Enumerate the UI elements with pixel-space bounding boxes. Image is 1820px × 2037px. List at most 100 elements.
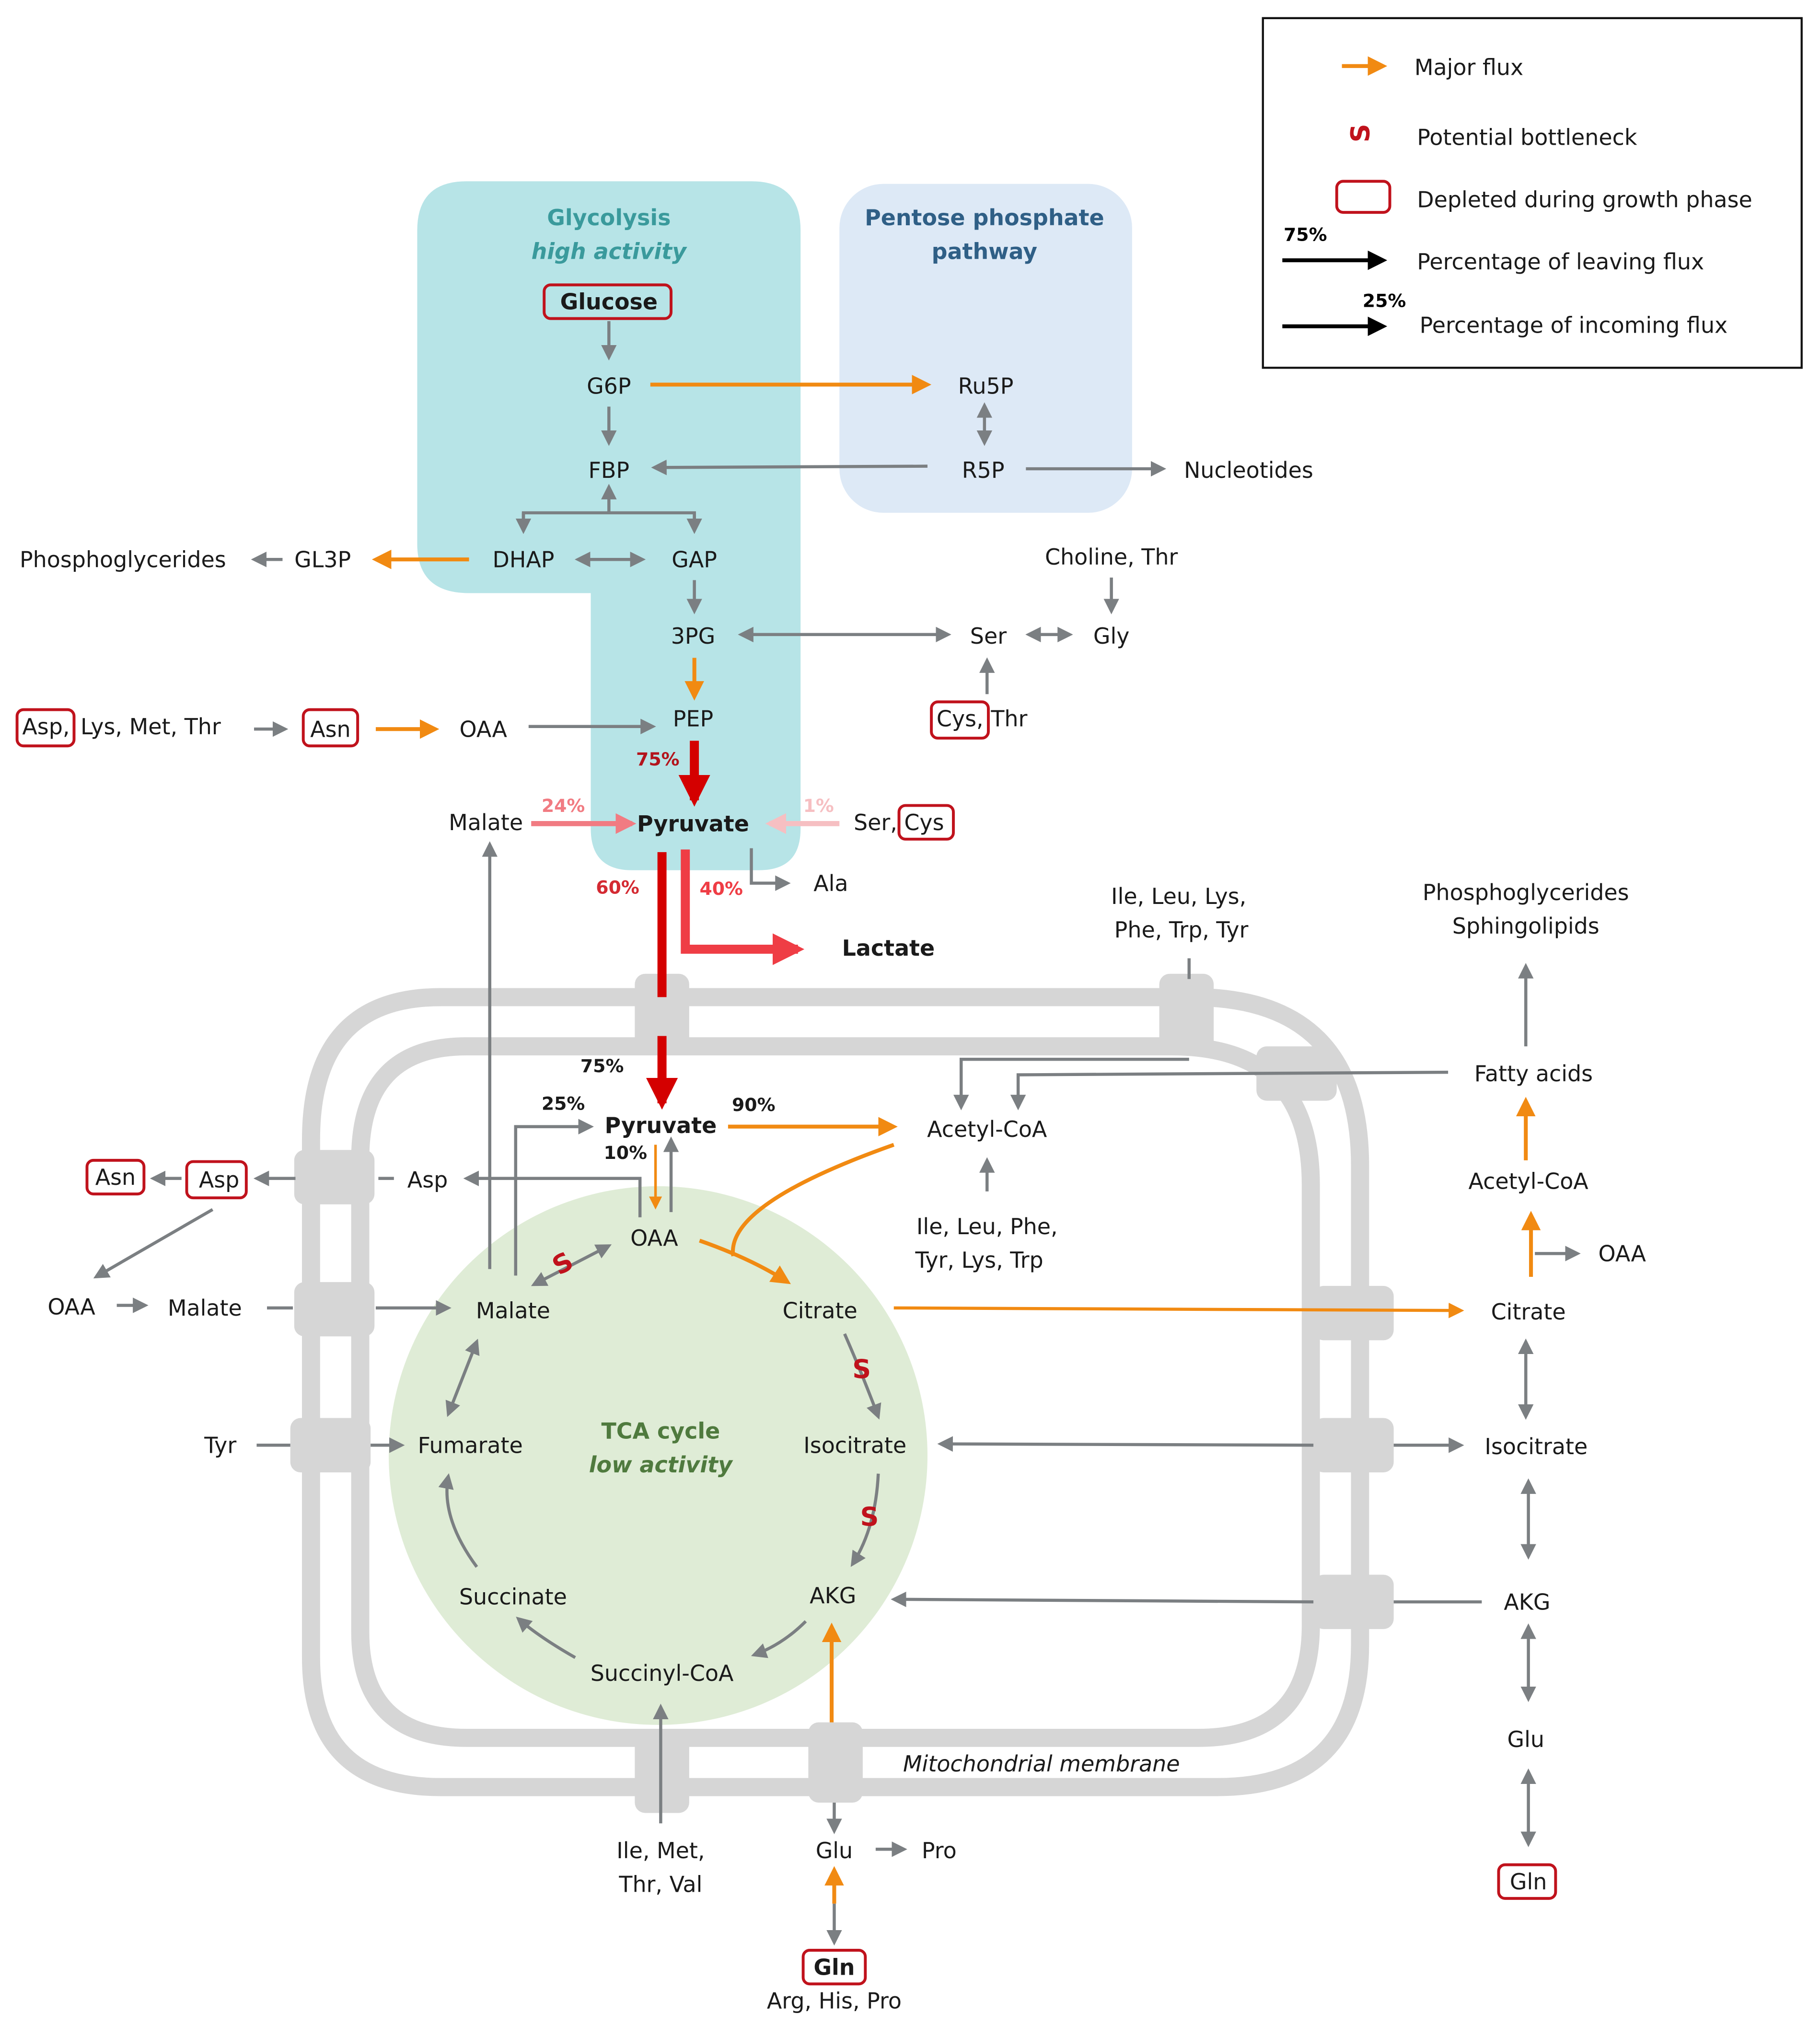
mitochondrial-metabolites: Pyruvate Acetyl-CoA Ile, Leu, Phe, Tyr, …	[407, 1112, 1058, 1686]
legend-label: Potential bottleneck	[1417, 125, 1637, 150]
metabolite-3pg: 3PG	[671, 623, 716, 649]
metabolite-ser: Ser	[970, 623, 1007, 649]
metabolite-ser-2: Ser,	[854, 810, 897, 835]
bottleneck-icon-citrate-isocitrate: S	[852, 1354, 871, 1384]
metabolite-ru5p: Ru5P	[958, 373, 1014, 399]
transporter-citrate	[1313, 1285, 1394, 1341]
metabolite-pro: Pro	[922, 1838, 957, 1863]
transporter-aa-top	[1159, 973, 1214, 1054]
pct-pyruvate-to-acetyl-coa: 90%	[732, 1094, 776, 1115]
legend-box	[1262, 17, 1803, 369]
depleted-box-cys-thr	[930, 700, 990, 740]
metabolite-glu-bottom: Glu	[816, 1838, 853, 1863]
metabolite-phosphoglycerides: Phosphoglycerides	[20, 546, 226, 572]
legend-pct: 25%	[1363, 290, 1406, 311]
depleted-box-glucose	[543, 283, 672, 320]
legend-item-bottleneck: S Potential bottleneck	[1345, 124, 1637, 150]
transporter-tyr	[290, 1418, 371, 1472]
metabolite-choline-thr: Choline, Thr	[1045, 544, 1178, 570]
metabolite-aa-top-1: Ile, Leu, Lys,	[1111, 883, 1246, 909]
depleted-box-asn	[301, 708, 359, 748]
metabolite-lactate: Lactate	[842, 935, 935, 961]
depleted-boxes	[15, 283, 1557, 1986]
transporter-glu	[808, 1722, 863, 1803]
metabolite-glucose: Glucose	[560, 289, 658, 315]
metabolite-malate-cytosol: Malate	[449, 810, 523, 835]
metabolite-bottom-aa-1: Ile, Met,	[616, 1838, 705, 1863]
metabolite-pyruvate-mito: Pyruvate	[604, 1112, 717, 1138]
percentage-arrows	[531, 741, 840, 1110]
legend-label: Percentage of incoming flux	[1420, 312, 1728, 338]
metabolite-dhap: DHAP	[492, 546, 554, 572]
pct-malate-to-mito-pyruvate: 25%	[542, 1093, 585, 1114]
legend-label: Percentage of leaving flux	[1417, 249, 1704, 275]
pyruvate-to-lactate-arrow	[681, 849, 805, 965]
metabolite-malate-left: Malate	[168, 1295, 242, 1321]
metabolite-gl3p: GL3P	[294, 546, 351, 572]
metabolite-asp-mito: Asp	[407, 1167, 448, 1193]
metabolite-asp-source: Asp,	[22, 714, 70, 740]
metabolite-succinate: Succinate	[459, 1584, 567, 1610]
glycolysis-region	[417, 181, 801, 870]
depleted-box-left-asn	[85, 1158, 146, 1196]
glycolysis-title: Glycolysis	[547, 205, 671, 231]
metabolite-isocitrate-cytosol: Isocitrate	[1484, 1434, 1588, 1459]
pct-pyruvate-to-mito: 60%	[596, 877, 639, 898]
metabolite-oaa-left: OAA	[47, 1294, 95, 1319]
transporter-pyruvate	[635, 973, 689, 1054]
metabolite-arg-his-pro: Arg, His, Pro	[767, 1988, 902, 2014]
legend-item-leaving-flux: 75% Percentage of leaving flux	[1282, 224, 1704, 275]
metabolite-oaa-right: OAA	[1599, 1241, 1646, 1267]
metabolite-oaa-cytosol: OAA	[460, 716, 508, 742]
legend-label: Depleted during growth phase	[1417, 186, 1752, 212]
metabolite-glu-right: Glu	[1507, 1726, 1544, 1752]
depleted-box-gln-bottom	[801, 1949, 867, 1986]
pct-pep-to-pyruvate: 75%	[636, 749, 680, 770]
metabolite-isocitrate-mito: Isocitrate	[803, 1432, 906, 1458]
metabolite-citrate-mito: Citrate	[783, 1297, 858, 1323]
metabolite-oaa-mito: OAA	[630, 1225, 678, 1251]
membrane-label: Mitochondrial membrane	[903, 1751, 1180, 1777]
major-flux-arrows	[371, 375, 1541, 1904]
metabolite-succinyl-coa: Succinyl-CoA	[591, 1660, 734, 1686]
pct-pyruvate-to-lactate: 40%	[699, 878, 743, 899]
metabolite-pep: PEP	[673, 706, 713, 732]
metabolite-malate-mito: Malate	[476, 1297, 550, 1323]
metabolite-acetyl-coa-cytosol: Acetyl-CoA	[1469, 1168, 1589, 1194]
transporter-isocitrate	[1313, 1418, 1394, 1472]
glycolysis-subtitle: high activity	[532, 238, 688, 264]
metabolite-pyruvate-cytosol: Pyruvate	[637, 811, 749, 837]
metabolite-fumarate: Fumarate	[418, 1432, 523, 1458]
legend-item-major-flux: Major flux	[1342, 55, 1523, 81]
metabolite-cys-2: Cys	[904, 810, 944, 835]
gray-arrows	[93, 321, 1581, 1946]
metabolite-asp-left: Asp	[199, 1167, 240, 1193]
pct-ser-cys-to-pyruvate: 1%	[803, 795, 834, 816]
depleted-box-gln-right	[1497, 1863, 1557, 1900]
metabolite-bottom-aa-2: Thr, Val	[618, 1871, 702, 1897]
legend-item-depleted: Depleted during growth phase	[1335, 180, 1752, 214]
metabolite-gap: GAP	[672, 546, 717, 572]
pct-malate-to-pyruvate: 24%	[542, 795, 585, 816]
transporter-malate	[294, 1282, 375, 1337]
metabolite-ala: Ala	[813, 870, 848, 896]
metabolite-fatty-acids: Fatty acids	[1474, 1061, 1593, 1087]
legend-item-incoming-flux: 25% Percentage of incoming flux	[1282, 290, 1727, 338]
bottleneck-icon-isocitrate-akg: S	[860, 1502, 879, 1532]
tca-subtitle: low activity	[589, 1452, 733, 1478]
metabolite-citrate-cytosol: Citrate	[1491, 1299, 1566, 1325]
ppp-title-line2: pathway	[932, 238, 1038, 264]
metabolite-cys: Cys,	[937, 706, 984, 732]
metabolite-gln-right: Gln	[1510, 1869, 1547, 1895]
ppp-region	[839, 184, 1132, 513]
metabolite-acetyl-coa-mito: Acetyl-CoA	[927, 1116, 1047, 1142]
bottleneck-icon: S	[1345, 124, 1375, 142]
ppp-title: Pentose phosphate	[865, 205, 1104, 231]
red-box-icon	[1335, 180, 1391, 214]
depleted-box-left-asp	[185, 1160, 248, 1200]
metabolite-lipids-2: Sphingolipids	[1452, 913, 1600, 939]
percentage-labels: 75% 24% 1% 60% 40% 75% 25% 90% 10%	[542, 749, 834, 1163]
cytosol-metabolites: Glucose G6P FBP DHAP GAP 3PG PEP Pyruvat…	[20, 289, 1646, 2014]
metabolite-aa-mito-2: Tyr, Lys, Trp	[915, 1247, 1043, 1273]
metabolite-aa-mito-1: Ile, Leu, Phe,	[916, 1214, 1058, 1239]
